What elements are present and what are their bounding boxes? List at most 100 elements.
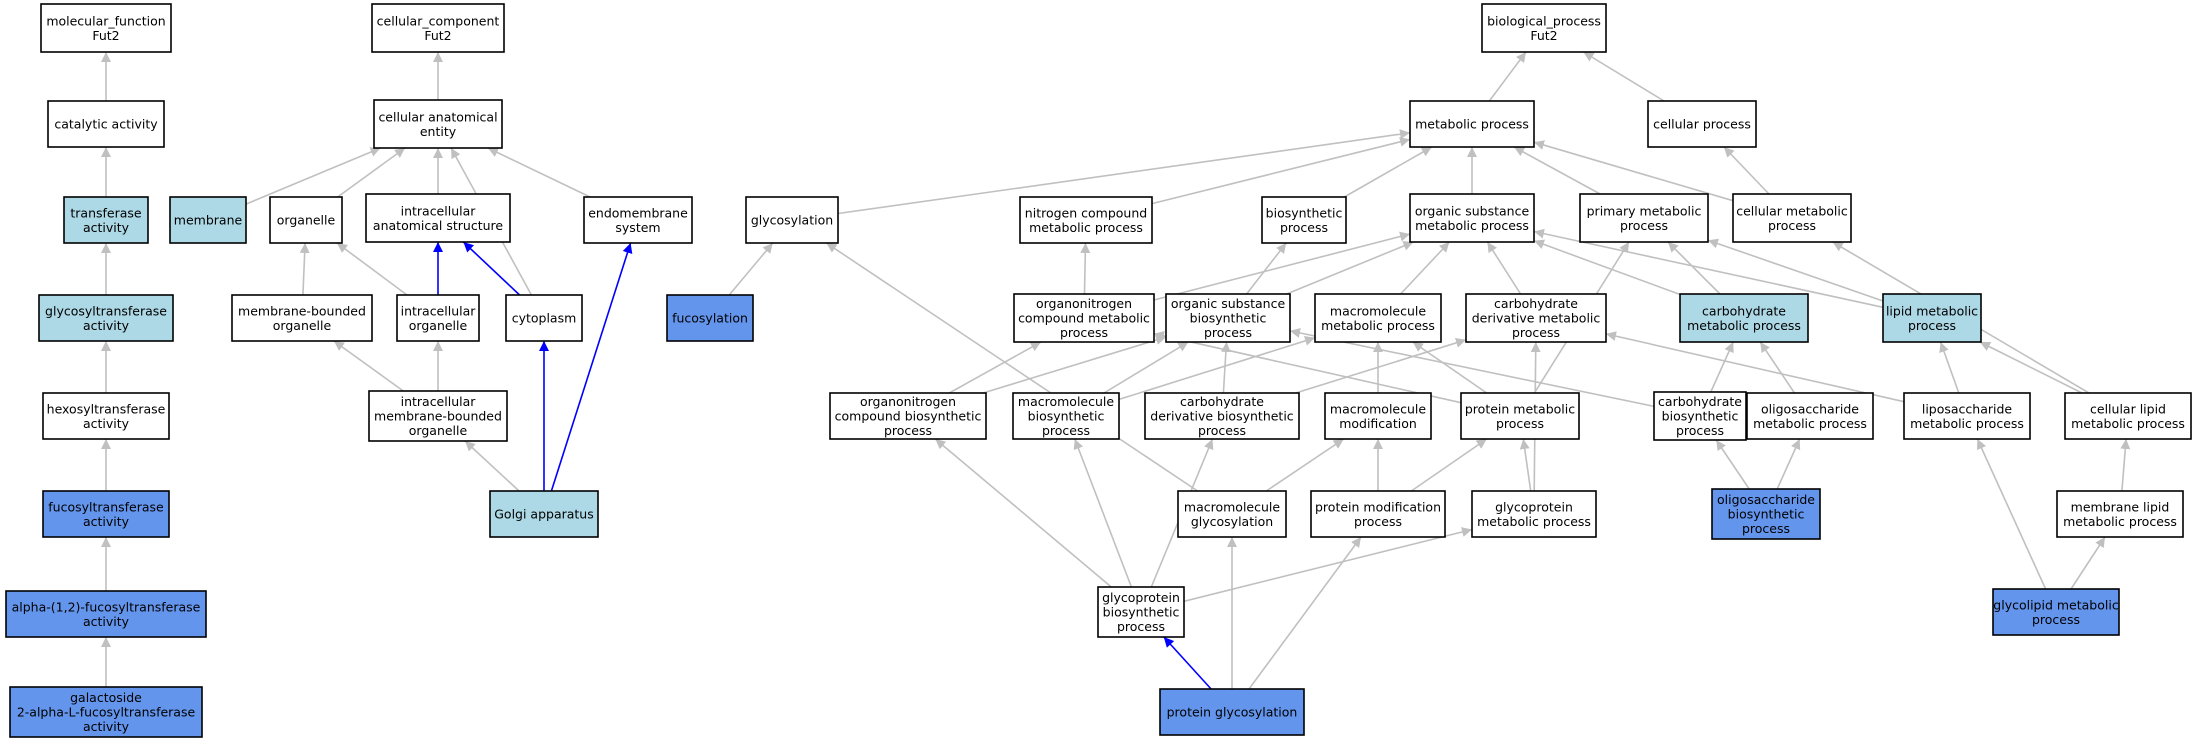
node-label: biological_process [1487,13,1601,28]
node-label: organonitrogen [860,394,956,409]
node-box [1314,293,1442,343]
node-label: cellular lipid [2090,401,2166,416]
node-label: metabolic process [2063,514,2177,529]
node-label: process [1354,514,1402,529]
edge-biosynthetic-to-metabolic [1343,146,1433,198]
node-label: biosynthetic [1103,605,1180,620]
edge-metabolic-to-bp [1488,51,1527,102]
node-label: fucosylation [672,311,748,326]
node-label: process [1512,325,1560,340]
node-label: compound metabolic [1018,311,1150,326]
node-box [1653,391,1747,441]
node-label: compound biosynthetic [835,409,982,424]
edge-golgi-to-endomembrane [550,242,633,492]
node-box [745,196,839,244]
edge-glmp-to-mlmp [2070,536,2106,590]
node-label: macromolecule [1330,401,1426,416]
node-box [489,490,599,538]
node-glycosylation: glycosylation [745,196,839,244]
node-box [1012,392,1120,440]
node-label: glycoprotein [1495,499,1573,514]
node-box [1261,196,1347,244]
node-label: macromolecule [1330,303,1426,318]
node-label: metabolic process [1687,318,1801,333]
edge-mlmp-to-clmp [2120,438,2131,492]
node-label: Fut2 [92,28,119,43]
node-box [5,590,207,638]
edge-protmp-to-ocmp [1153,331,1462,404]
edge-mglyc-to-glycosylation [825,242,1199,492]
node-label: lipid metabolic [1886,303,1978,318]
edge-liposacc-to-lipidmp [1939,341,1960,394]
node-label: protein modification [1315,499,1441,514]
node-label: biosynthetic [1728,507,1805,522]
node-label: activity [83,220,130,235]
node-label: process [1060,325,1108,340]
edge-protmp-to-mmp [1412,341,1488,394]
node-label: biosynthetic [1662,409,1739,424]
node-label: process [1280,220,1328,235]
node-cellularproc: cellular process [1647,100,1757,148]
node-label: derivative metabolic [1472,311,1601,326]
node-box [169,196,247,244]
node-box [269,196,343,244]
node-box [1882,293,1982,343]
node-box [63,196,149,244]
node-label: process [1768,218,1816,233]
node-label: anatomical structure [373,218,503,233]
node-pglyc: protein glycosylation [1159,688,1305,736]
edge-membrane-to-cae [245,147,381,205]
node-label: carbohydrate [1658,394,1742,409]
node-label: protein metabolic [1465,401,1575,416]
edge-ocmp-to-ncmp [1080,242,1091,295]
node-label: process [1620,218,1668,233]
node-label: glycoprotein [1102,590,1180,605]
node-label: metabolic process [1910,416,2024,431]
edge-ocbp-to-osbp [982,335,1167,394]
node-fucosylation: fucosylation [666,294,754,342]
node-box [47,100,165,148]
node-box [1465,293,1607,343]
node-box [9,686,203,738]
edge-gpbp-to-ocbp [934,438,1112,588]
node-label: organonitrogen [1036,296,1132,311]
node-label: endomembrane [588,205,688,220]
node-box [505,294,583,342]
node-label: membrane [174,213,243,228]
node-label: activity [83,614,130,629]
node-box [829,392,987,440]
edge-lipidmp-to-osmp [1533,228,1884,309]
node-label: organic substance [1171,296,1286,311]
node-box [1013,293,1155,343]
node-label: organelle [273,318,332,333]
node-label: organelle [409,423,468,438]
node-box [1409,193,1535,243]
node-label: primary metabolic [1587,203,1702,218]
node-label: glycosylation [751,213,833,228]
node-label: Golgi apparatus [494,507,594,522]
edge-carbmp-to-pmp [1667,241,1721,295]
edge-pmp-to-metabolic [1513,146,1601,195]
node-label: biosynthetic [1266,205,1343,220]
node-box [1481,3,1607,53]
edge-imbo-to-mbo [333,340,404,392]
edge-mbp-to-osbp [1103,341,1189,394]
edge-cellularproc-to-bp [1583,51,1665,102]
edge-osbp-to-osmp [1286,241,1414,295]
edge-carbmp-to-osmp [1533,239,1681,296]
edge-mbo-to-organelle [299,242,310,296]
node-label: membrane-bounded [374,409,502,424]
